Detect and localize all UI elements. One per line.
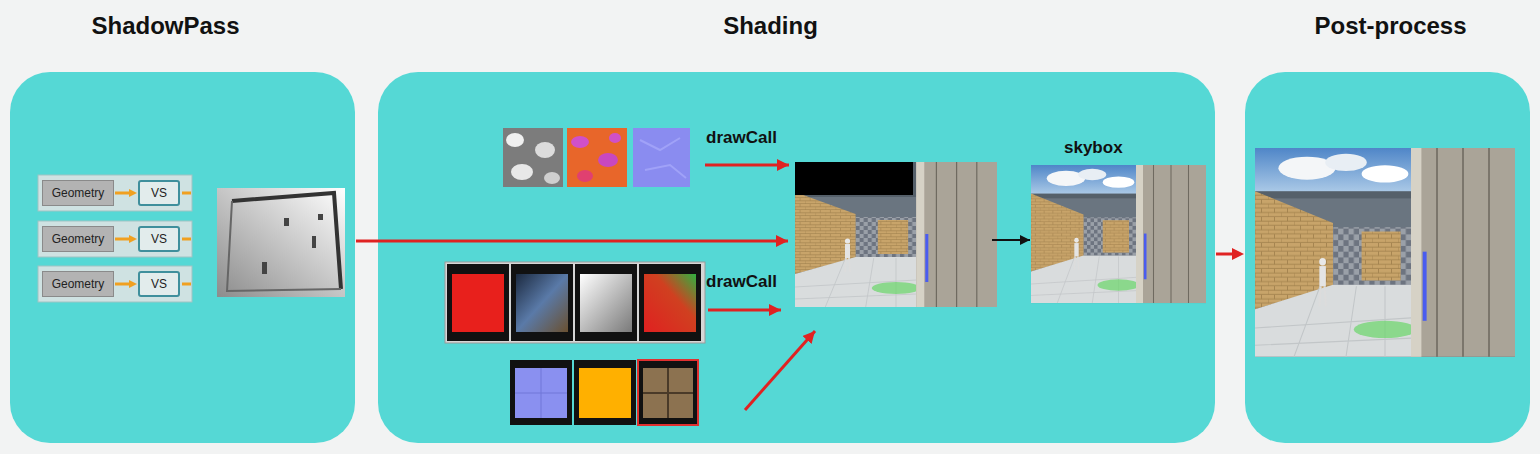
drawcall-arrow: [705, 164, 789, 167]
arrow-head: [1232, 248, 1244, 260]
geometry-box: Geometry: [42, 226, 114, 252]
stage-title-wrap: ShadowPass: [0, 12, 338, 40]
lighting-textures: [445, 262, 705, 343]
box-label: VS: [151, 186, 167, 200]
drawcall-arrow: [708, 309, 781, 312]
box-label: Geometry: [52, 232, 105, 246]
annotation-label: drawCall: [706, 128, 777, 147]
box-label: Geometry: [52, 186, 105, 200]
stage-panel: Post-process: [1245, 72, 1530, 443]
skybox-arrow: [992, 239, 1030, 241]
label-wrap: skybox: [1064, 138, 1123, 158]
shader-box: VS: [138, 180, 180, 206]
box-label: VS: [151, 277, 167, 291]
label-wrap: drawCall: [706, 128, 777, 148]
material-textures: [503, 128, 690, 187]
stage-title: Post-process: [1314, 12, 1466, 39]
geometry-box: Geometry: [42, 180, 114, 206]
stage-panel: Shading: [378, 72, 1215, 443]
flow-line: [115, 283, 131, 286]
annotation-label: drawCall: [706, 272, 777, 291]
texture-arrow: [745, 331, 815, 410]
stage-title-wrap: Post-process: [1248, 12, 1533, 40]
flow-arrow: [115, 280, 137, 288]
annotation-label: skybox: [1064, 138, 1123, 157]
flow-arrow: [1216, 248, 1244, 260]
stage-title: ShadowPass: [91, 12, 239, 39]
skybox-screenshot: [1031, 165, 1206, 303]
panel-fill: [10, 72, 355, 443]
shader-box: VS: [138, 271, 180, 297]
arrow-head: [129, 189, 137, 197]
stage-panel: ShadowPassGeometryVSGeometryVSGeometryVS: [10, 72, 355, 443]
shadowpass-rows: [38, 175, 192, 302]
shadow-arrow: [356, 240, 788, 243]
stage-title-wrap: Shading: [352, 12, 1189, 40]
box-label: VS: [151, 232, 167, 246]
flow-line: [115, 192, 131, 195]
shadow-map: [217, 188, 345, 297]
panel-fill: [378, 72, 1215, 443]
flow-arrow: [115, 189, 137, 197]
geometry-box: Geometry: [42, 271, 114, 297]
arrow-head: [129, 235, 137, 243]
shader-box: VS: [138, 226, 180, 252]
arrow-head: [129, 280, 137, 288]
surface-textures: [510, 360, 698, 425]
label-wrap: drawCall: [706, 272, 777, 292]
flow-line: [115, 238, 131, 241]
flow-line: [1216, 253, 1234, 256]
post-process-screenshot: [1255, 148, 1515, 357]
box-label: Geometry: [52, 277, 105, 291]
shading-screenshot: [795, 162, 997, 307]
flow-arrow: [115, 235, 137, 243]
stage-title: Shading: [723, 12, 818, 39]
panel-fill: [1245, 72, 1530, 443]
